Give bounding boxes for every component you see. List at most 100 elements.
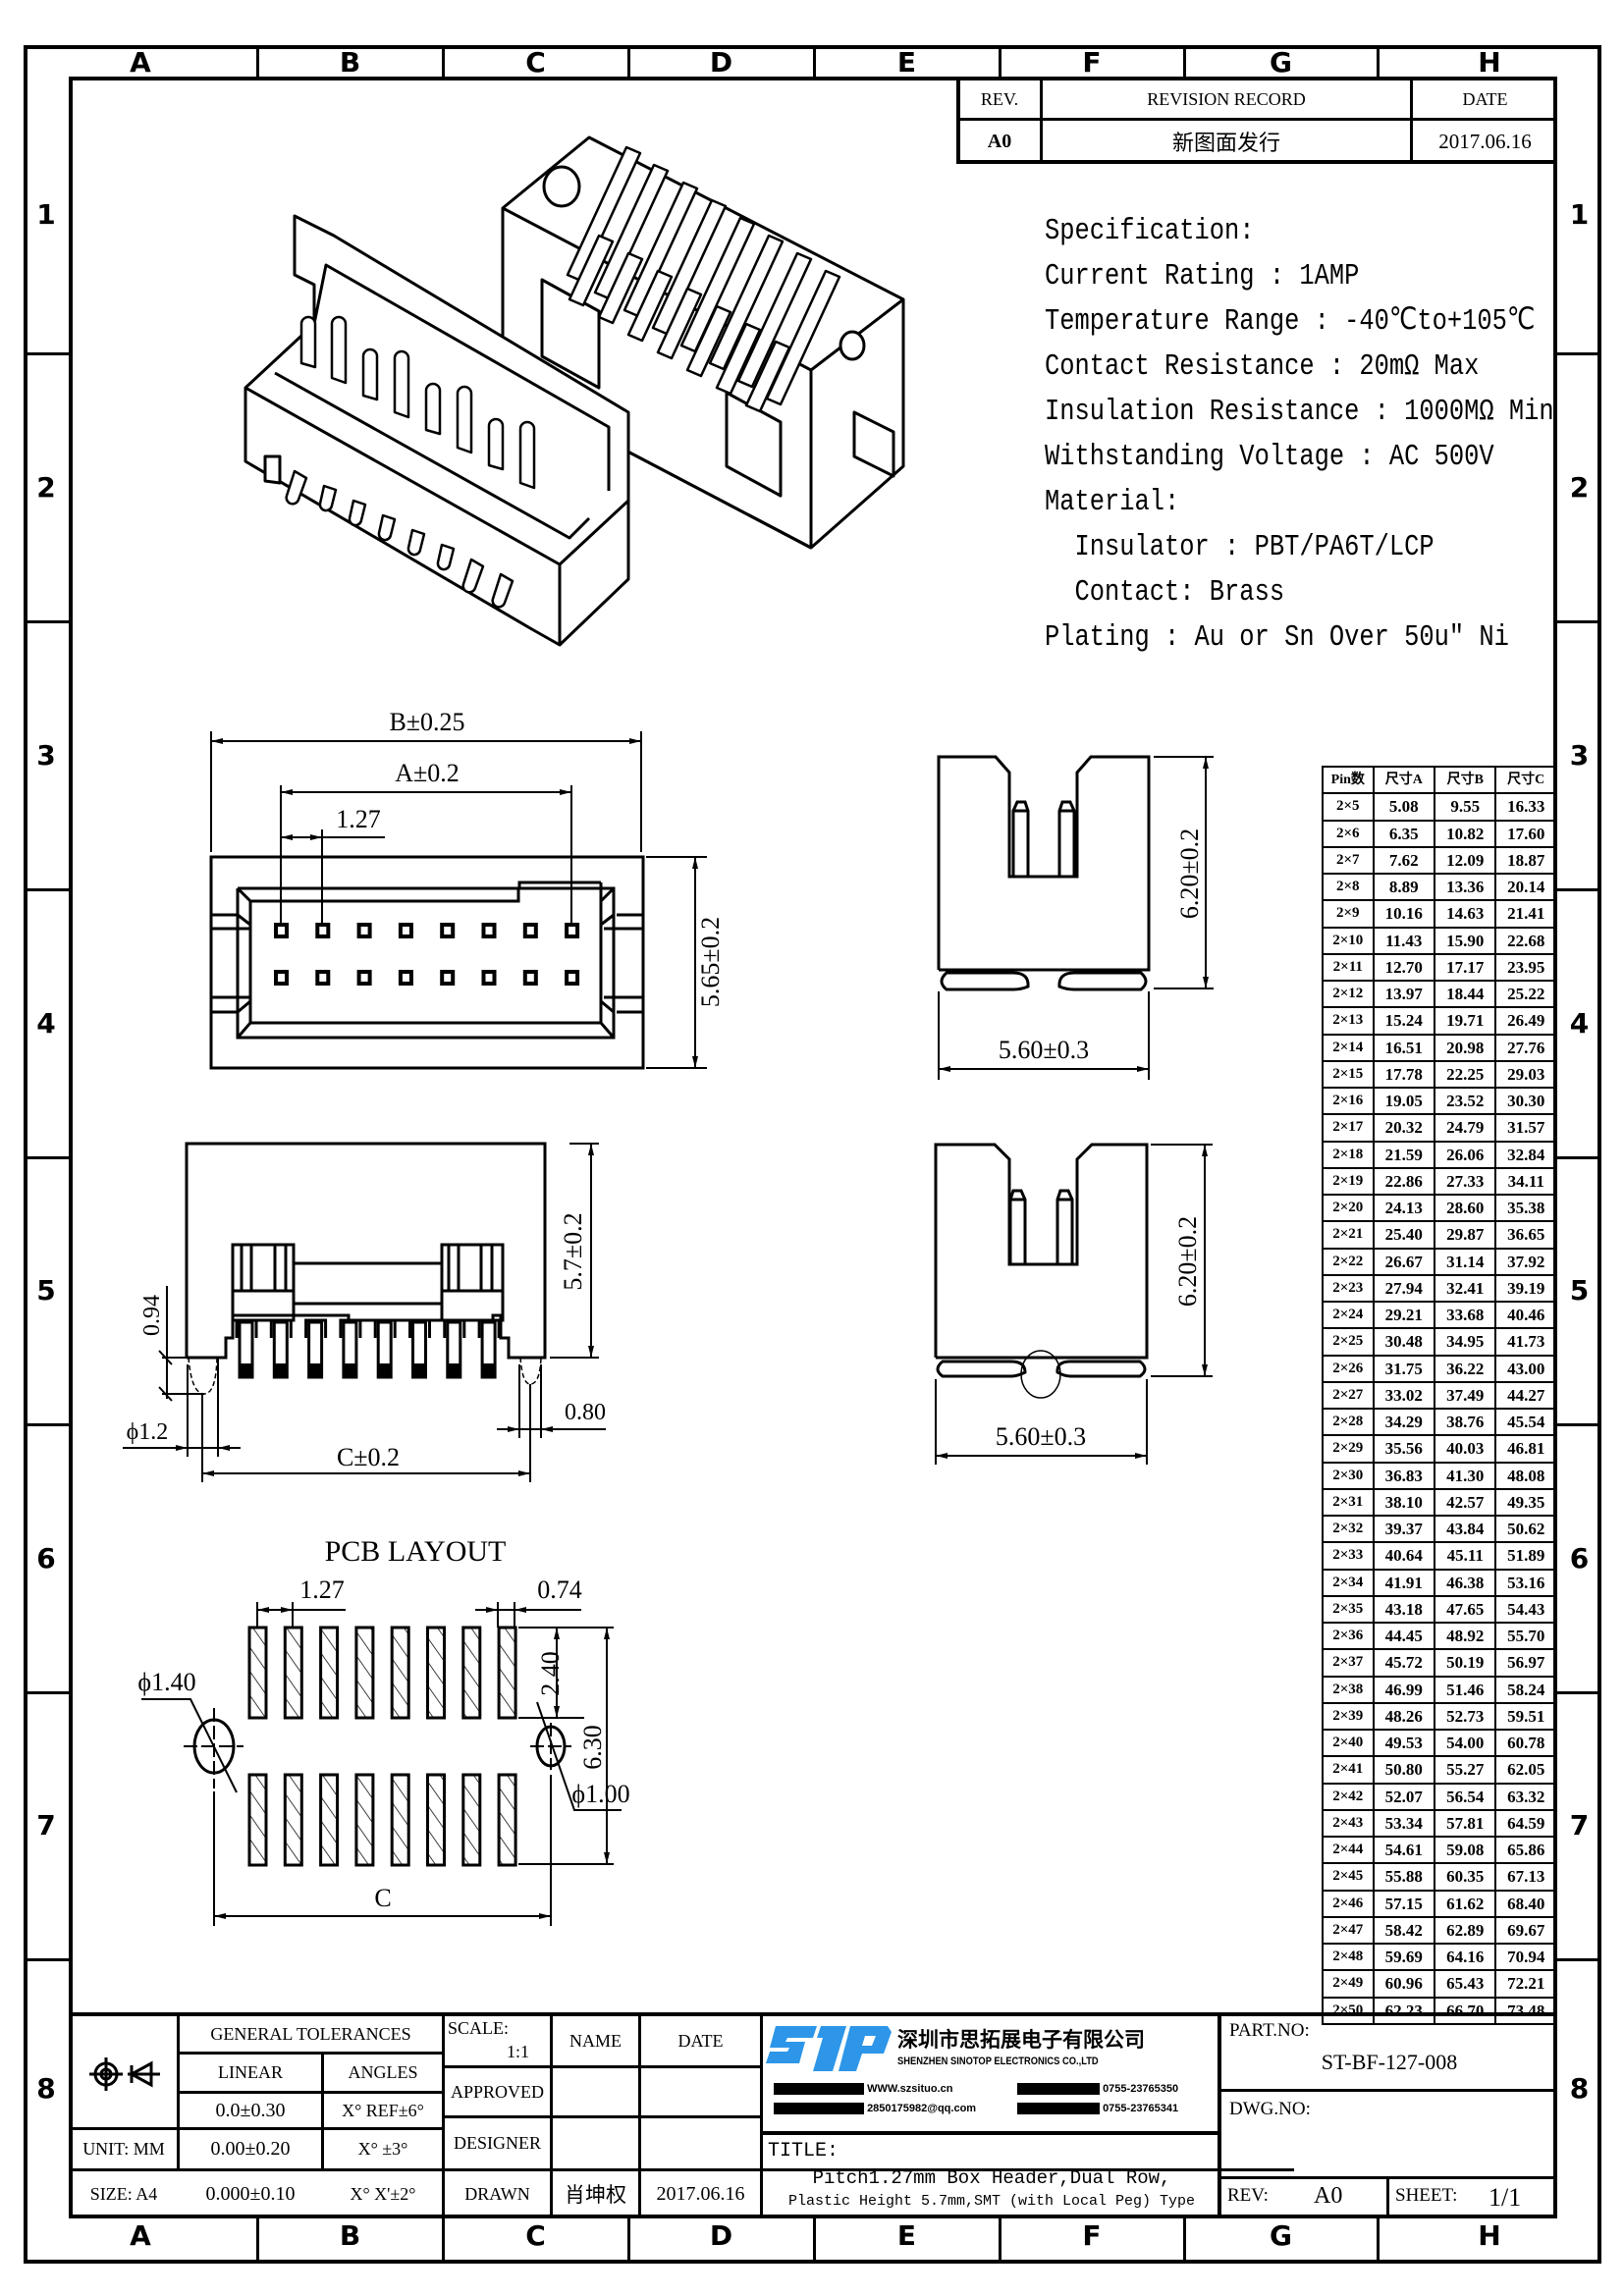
top-view-pin-tip [526,927,534,934]
zone-column-C-top: C [525,46,546,79]
side-view-1-body [937,755,1151,972]
pcb-pad [426,1626,446,1720]
dim-peg-diameter: ϕ1.2 [127,1419,169,1445]
dim-a-value: 12.70 [1372,952,1436,983]
dim-b-value: 23.52 [1434,1086,1497,1116]
dim-a-value: 6.35 [1372,819,1436,848]
dim-c-value: 48.08 [1494,1461,1557,1490]
fax-row: 0755-23765341 [1017,2103,1178,2115]
dim-b-value: 52.73 [1434,1701,1497,1732]
zone-divider [1557,1691,1601,1694]
dim-b-value: 51.46 [1434,1675,1497,1704]
dim-c-value: 59.51 [1494,1701,1557,1732]
general-tolerances-label: GENERAL TOLERANCES [210,2023,411,2044]
dimension-table-header: Pin数 [1322,765,1375,795]
website-value[interactable]: WWW.szsituo.cn [867,2083,953,2095]
sheet-label: SHEET: [1395,2185,1458,2206]
pcb-pads [247,1626,517,1867]
dim-b-value: 19.71 [1434,1006,1497,1036]
dim-a-value: 33.02 [1372,1380,1436,1411]
zone-column-H-top: H [1478,46,1501,79]
dim-c-value: 63.32 [1494,1782,1557,1811]
front-view-pins [235,1318,501,1379]
pin-count: 2×40 [1322,1728,1375,1758]
front-view-pin-tip [482,1363,496,1377]
zone-row-7-right: 7 [1569,1809,1590,1842]
dim-a-value: 15.24 [1372,1006,1436,1036]
side-view-2-drawing: 6.20±0.2 5.60±0.3 [934,1143,1213,1465]
dim-c-tolerance: C±0.2 [337,1443,400,1471]
dim-c-value: 29.03 [1494,1059,1557,1090]
dim-a-value: 26.67 [1372,1247,1436,1276]
dim-c-value: 70.94 [1494,1942,1557,1972]
email-value[interactable]: 2850175982@qq.com [867,2103,977,2114]
pcb-dim-pad-width: 0.74 [537,1575,582,1604]
dim-b-value: 14.63 [1434,899,1497,929]
approved-label: APPROVED [450,2081,545,2102]
dim-a-value: 7.62 [1372,845,1436,876]
zone-row-8-left: 8 [36,2072,56,2105]
zone-divider [1557,888,1601,891]
dim-094: 0.94 [139,1295,165,1336]
website-row: WWW.szsituo.cn [774,2083,953,2096]
top-view-pin-tip [278,927,285,934]
front-view-pin-shoulder [235,1318,258,1338]
dim-b-value: 47.65 [1434,1594,1497,1625]
dim-a-value: 57.15 [1372,1889,1436,1918]
dim-c-value: 53.16 [1494,1568,1557,1597]
zone-column-D-top: D [709,46,733,79]
dim-b-value: 36.22 [1434,1354,1497,1383]
zone-divider [813,45,816,77]
zone-row-1-right: 1 [1569,198,1590,231]
linear-label: LINEAR [218,2062,283,2082]
pin-count: 2×46 [1322,1889,1375,1918]
dim-b-value: 22.25 [1434,1059,1497,1090]
zone-row-8-right: 8 [1569,2072,1590,2105]
pcb-pad [283,1773,303,1867]
pin-count: 2×29 [1322,1434,1375,1464]
side-1-width: 5.60±0.3 [999,1036,1089,1064]
dim-a-value: 30.48 [1372,1327,1436,1357]
company-name-cn: 深圳市思拓展电子有限公司 [897,2028,1145,2052]
dim-b-value: 32.41 [1434,1273,1497,1304]
zone-divider [442,2218,445,2264]
dim-a-value: 35.56 [1372,1434,1436,1464]
pin-count: 2×14 [1322,1033,1375,1062]
top-view-drawing: B±0.25 A±0.2 1.27 5.65±0.2 [209,708,725,1070]
pin-count: 2×18 [1322,1140,1375,1169]
email-row: 2850175982@qq.com [774,2103,977,2115]
dim-b-value: 9.55 [1434,792,1497,822]
projection-symbol-icon [89,2057,160,2091]
pcb-pad [390,1773,410,1867]
dim-b-value: 46.38 [1434,1568,1497,1597]
dim-b: B±0.25 [389,708,464,736]
front-view-pin-tip [308,1363,322,1377]
front-view-pin-tip [240,1363,252,1377]
top-view-cavity [236,881,616,1040]
dim-c-value: 62.05 [1494,1755,1557,1785]
zone-column-D-bottom: D [709,2219,733,2252]
dim-c-value: 40.46 [1494,1300,1557,1330]
zone-divider [1557,352,1601,355]
rev-value: A0 [1314,2183,1343,2209]
dim-a-value: 43.18 [1372,1594,1436,1625]
dim-b-value: 57.81 [1434,1808,1497,1839]
pin-count: 2×27 [1322,1380,1375,1411]
dim-b-value: 45.11 [1434,1541,1497,1571]
dim-a-value: 40.64 [1372,1541,1436,1571]
pin-count: 2×44 [1322,1835,1375,1865]
pcb-pad [461,1626,482,1720]
pin-count: 2×25 [1322,1327,1375,1357]
zone-column-E-bottom: E [896,2219,917,2252]
